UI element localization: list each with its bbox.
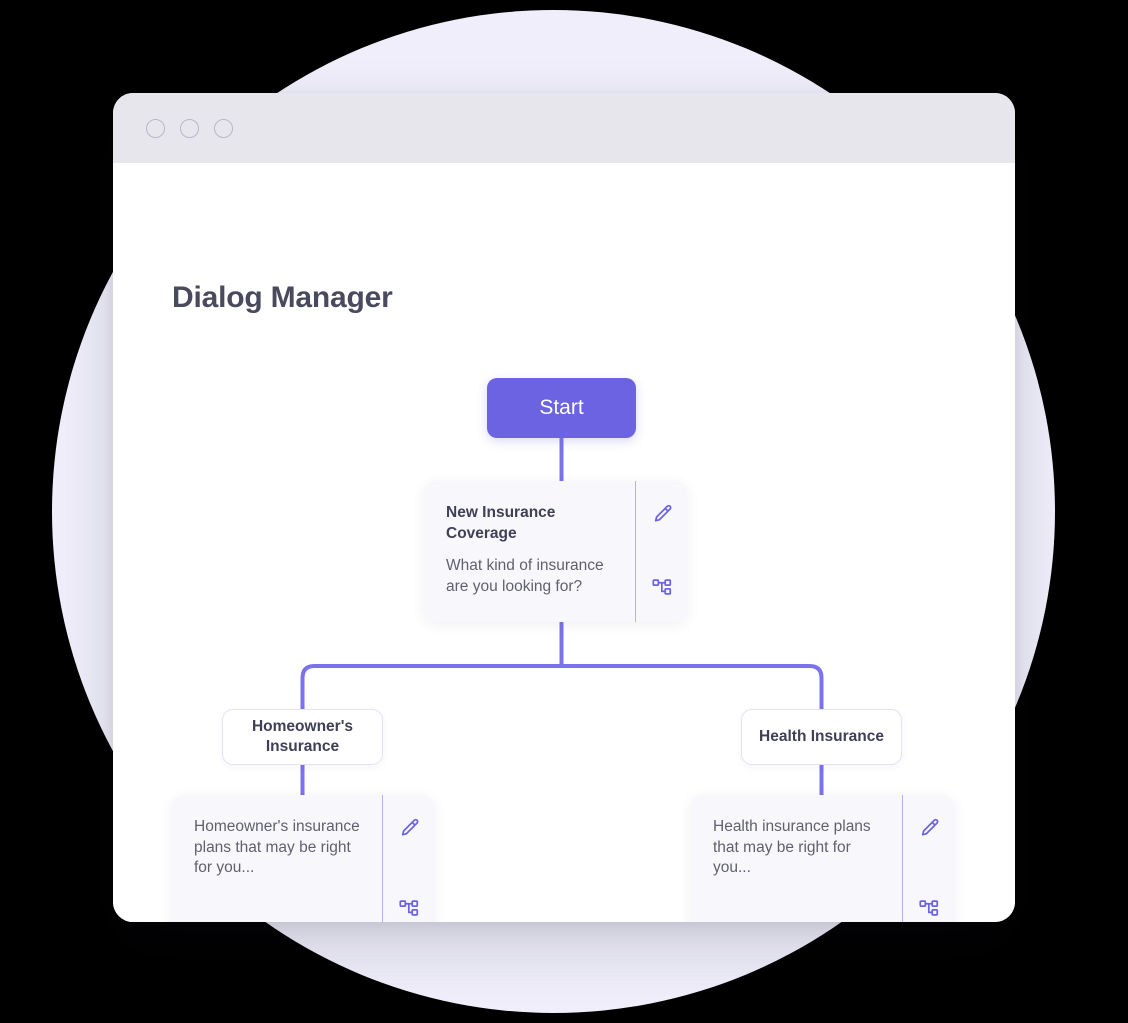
start-node-label: Start: [539, 396, 584, 419]
card-heading: New Insurance Coverage: [446, 504, 556, 542]
edit-icon[interactable]: [398, 817, 420, 839]
sitemap-icon[interactable]: [398, 897, 420, 919]
flow-node-homeowners-response[interactable]: Homeowner's insurance plans that may be …: [172, 795, 434, 922]
flow-node-start[interactable]: Start: [487, 378, 636, 438]
card-text-content: New Insurance Coverage What kind of insu…: [424, 481, 635, 622]
window-title-bar: [113, 93, 1015, 163]
card-action-bar: [635, 481, 687, 622]
flow-node-homeowners-insurance[interactable]: Homeowner's Insurance: [222, 709, 383, 765]
pill-node-label: Homeowner's Insurance: [251, 717, 353, 755]
minimize-icon[interactable]: [180, 118, 199, 138]
edit-icon[interactable]: [651, 503, 673, 525]
flow-node-health-response[interactable]: Health insurance plans that may be right…: [691, 795, 954, 922]
card-action-bar: [902, 795, 954, 922]
flow-node-health-insurance[interactable]: Health Insurance: [741, 709, 902, 765]
page-title: Dialog Manager: [172, 281, 393, 314]
maximize-icon[interactable]: [214, 118, 233, 138]
card-action-bar: [382, 795, 434, 922]
browser-window: Dialog Manager Start New Insurance C: [113, 93, 1015, 922]
dialog-flow-canvas[interactable]: Start New Insurance Coverage What kind o…: [113, 163, 1015, 922]
card-text-content: Health insurance plans that may be right…: [691, 795, 902, 922]
window-body: Dialog Manager Start New Insurance C: [113, 163, 1015, 922]
edit-icon[interactable]: [918, 817, 940, 839]
card-text-content: Homeowner's insurance plans that may be …: [172, 795, 382, 922]
pill-node-label: Health Insurance: [759, 727, 884, 745]
card-body: Homeowner's insurance plans that may be …: [194, 818, 360, 877]
card-body: Health insurance plans that may be right…: [713, 818, 871, 877]
card-body: What kind of insurance are you looking f…: [446, 557, 604, 595]
close-icon[interactable]: [146, 118, 165, 138]
sitemap-icon[interactable]: [918, 897, 940, 919]
sitemap-icon[interactable]: [651, 576, 673, 598]
flow-node-new-insurance-coverage[interactable]: New Insurance Coverage What kind of insu…: [424, 481, 687, 622]
